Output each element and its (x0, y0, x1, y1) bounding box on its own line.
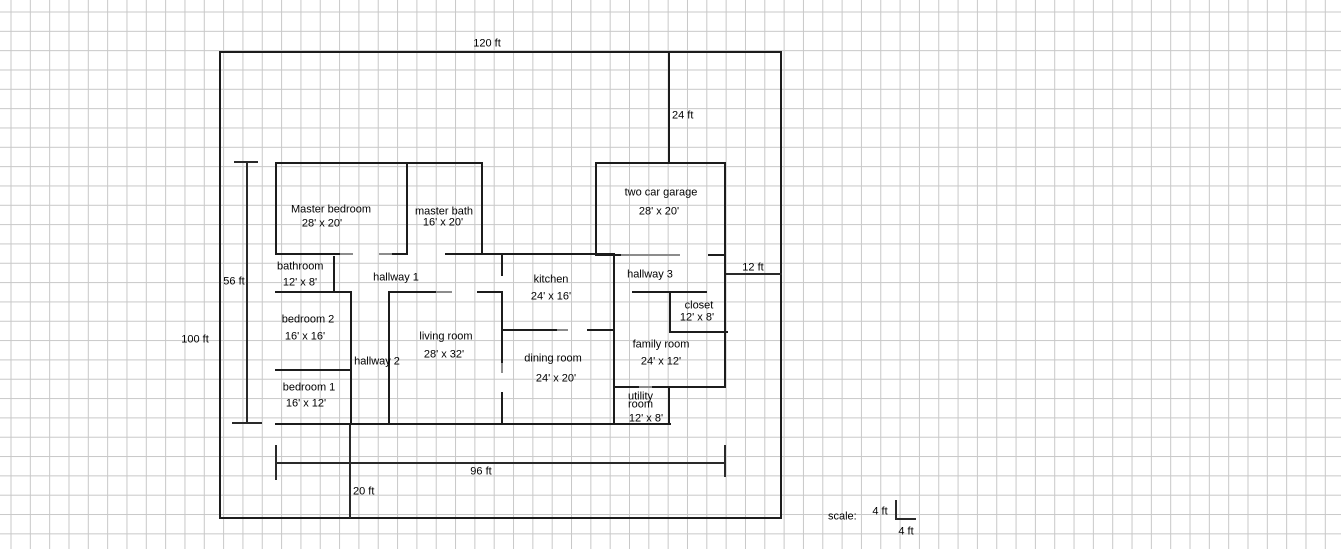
master-suite-wall-bottom (392, 253, 408, 255)
scale-label: scale: (828, 510, 857, 523)
inner-height-dim-tick (234, 161, 258, 163)
garage-wall-bottom (595, 254, 621, 256)
utility-wall-right (668, 386, 670, 425)
bedroom1-wall-top (275, 369, 352, 371)
bottom-width-dim-tick (275, 445, 277, 480)
garage-wall-bottom (708, 254, 726, 256)
room-size-bedroom1: 16' x 12' (285, 397, 327, 410)
dim-label-garage-depth: 24 ft (672, 109, 694, 122)
master-suite-wall-left (275, 162, 277, 255)
room-label-bedroom2: bedroom 2 (281, 313, 335, 326)
garage-door-mark (621, 254, 680, 256)
inner-height-dim-line (246, 162, 248, 424)
dim-label-right-offset: 12 ft (742, 261, 764, 274)
room-size-master-bath: 16' x 20' (422, 216, 464, 229)
living-room-door-mark (436, 291, 452, 293)
room-label-master-bath: master bath (414, 205, 474, 218)
room-size-utility: 12' x 8' (628, 412, 664, 425)
dim-label-outer-height: 100 ft (181, 333, 209, 346)
room-label-kitchen: kitchen (533, 273, 569, 286)
bottom-width-dim-tick (724, 445, 726, 477)
room-size-garage: 28' x 20' (638, 205, 680, 218)
room-size-bathroom: 12' x 8' (282, 276, 318, 289)
scale-value-vertical: 4 ft (898, 525, 914, 538)
kitchen-wall-bottom (587, 329, 615, 331)
kitchen-wall-right (613, 255, 615, 425)
room-size-dining-room: 24' x 20' (535, 372, 577, 385)
bottom-width-dim-line (276, 462, 726, 464)
outer-wall-bottom (219, 517, 782, 519)
garage-setback-wall (668, 51, 670, 163)
room-size-kitchen: 24' x 16' (530, 290, 572, 303)
dining-door-mark (501, 363, 503, 373)
dim-label-top-width: 120 ft (473, 37, 501, 50)
scale-value-horizontal: 4 ft (872, 505, 888, 518)
master-suite-wall-bottom (275, 253, 340, 255)
room-label-family-room: family room (632, 338, 690, 351)
outer-wall-top (219, 51, 782, 53)
kitchen-wall-bottom (501, 329, 557, 331)
room-label-bedroom1: bedroom 1 (282, 381, 336, 394)
room-size-family-room: 24' x 12' (640, 355, 682, 368)
outer-wall-left (219, 51, 221, 519)
bathroom-wall-bottom (275, 291, 352, 293)
room-size-master-bedroom: 28' x 20' (301, 217, 343, 230)
room-label-utility-line2: room (628, 398, 654, 411)
kitchen-wall-left (501, 255, 503, 276)
master-bedroom-door-mark (379, 253, 392, 255)
hallway2-wall-right (388, 291, 390, 425)
dim-label-bottom-width: 96 ft (470, 465, 492, 478)
inner-height-dim-tick (232, 422, 262, 424)
kitchen-door-mark (557, 329, 568, 331)
outer-wall-right (780, 51, 782, 519)
closet-wall-left (669, 293, 671, 333)
dim-label-inner-height: 56 ft (223, 275, 245, 288)
family-room-wall-bottom (652, 386, 726, 388)
master-bedroom-door-mark (340, 253, 353, 255)
right-offset-line (726, 273, 782, 275)
family-room-wall-bottom (613, 386, 639, 388)
room-label-garage: two car garage (624, 186, 698, 199)
room-size-living-room: 28' x 32' (423, 348, 465, 361)
room-size-closet: 12' x 8' (679, 311, 715, 324)
scale-bar-vertical (895, 500, 897, 519)
living-room-wall-top (477, 291, 503, 293)
master-suite-wall-right (481, 162, 483, 255)
garage-wall-top (595, 162, 726, 164)
room-label-hallway1: hallway 1 (373, 271, 419, 284)
room-label-dining-room: dining room (524, 352, 582, 365)
scale-bar-horizontal (895, 518, 916, 520)
room-label-hallway2: hallway 2 (354, 355, 400, 368)
room-size-bedroom2: 16' x 16' (284, 330, 326, 343)
dim-label-bottom-offset: 20 ft (353, 485, 375, 498)
dining-wall-left (501, 392, 503, 425)
master-suite-wall-top (275, 162, 483, 164)
room-label-closet: closet (684, 299, 714, 312)
room-label-bathroom: bathroom (277, 260, 324, 273)
room-label-hallway3: hallway 3 (627, 268, 673, 281)
room-label-living-room: living room (419, 330, 473, 343)
hallway1-kitchen-wall-top (445, 253, 615, 255)
rooms-wall-bottom (275, 423, 671, 425)
hallway3-wall-bottom (632, 291, 707, 293)
garage-wall-right (724, 162, 726, 388)
bathroom-wall-right (333, 256, 335, 292)
living-room-wall-top (388, 291, 436, 293)
room-label-master-bedroom: Master bedroom (290, 203, 372, 216)
dining-wall-left (501, 291, 503, 363)
bottom-offset-line (349, 425, 351, 518)
utility-door-mark (639, 386, 652, 388)
closet-wall-bottom (669, 331, 728, 333)
master-bed-bath-divider (406, 162, 408, 255)
room-label-utility-line1: utility (628, 390, 654, 403)
bedrooms-wall-right (350, 291, 352, 425)
garage-wall-left (595, 162, 597, 256)
